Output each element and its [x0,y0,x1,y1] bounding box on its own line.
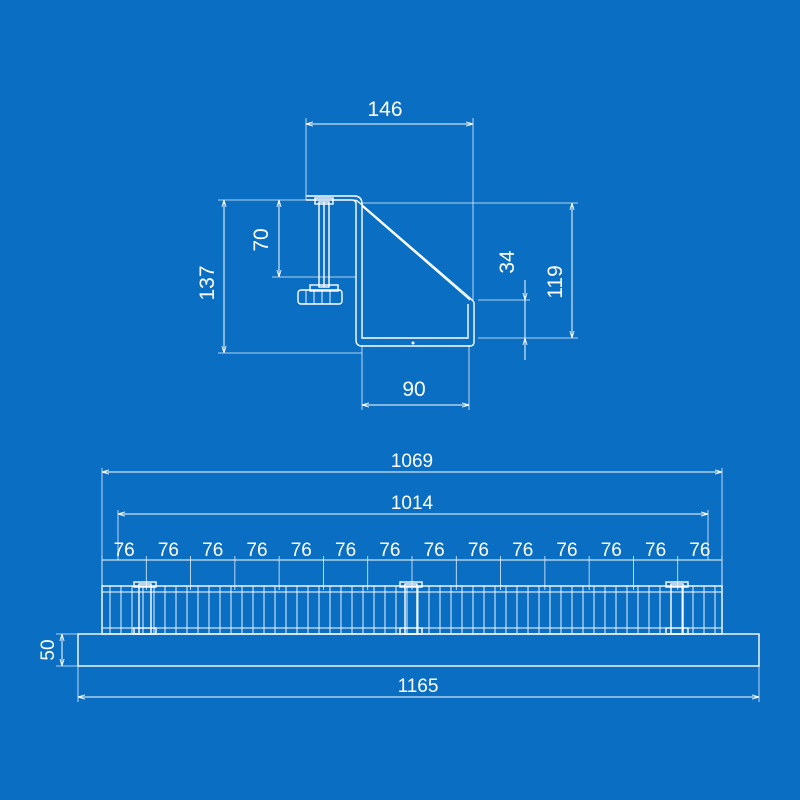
segment-label: 76 [601,540,622,561]
tray-profile [306,199,475,347]
segment-label: 76 [512,540,533,561]
segment-label: 76 [645,540,666,561]
segment-label: 76 [246,540,267,561]
front-clamps [133,581,689,635]
dim-label-1165: 1165 [398,676,439,697]
segment-label: 76 [379,540,400,561]
desk-slab [77,633,760,667]
segment-label: 76 [158,540,179,561]
dim-label-119: 119 [544,265,567,298]
dim-label-50: 50 [38,639,59,660]
segment-label: 76 [335,540,356,561]
wire-basket [101,585,723,635]
dim-label-146: 146 [367,98,402,121]
segment-label: 76 [424,540,445,561]
dim-label-34: 34 [496,250,519,274]
dim-label-137: 137 [196,265,219,300]
dim-label-70: 70 [250,228,273,251]
segment-label: 76 [291,540,312,561]
segment-label: 76 [468,540,489,561]
segment-label: 76 [114,540,135,561]
dim-label-90: 90 [402,378,425,401]
dim-label-1014: 1014 [391,493,434,514]
segment-label: 76 [556,540,577,561]
front-view: 1069 1014 50 1165 76 76 76 76 76 76 76 76 76 76 76… [38,451,760,702]
segment-label: 76 [202,540,223,561]
clamp-screw [297,197,343,305]
dim-label-1069: 1069 [391,451,433,472]
side-view: 146 137 70 34 119 90 [196,98,578,410]
segment-label: 76 [689,540,710,561]
